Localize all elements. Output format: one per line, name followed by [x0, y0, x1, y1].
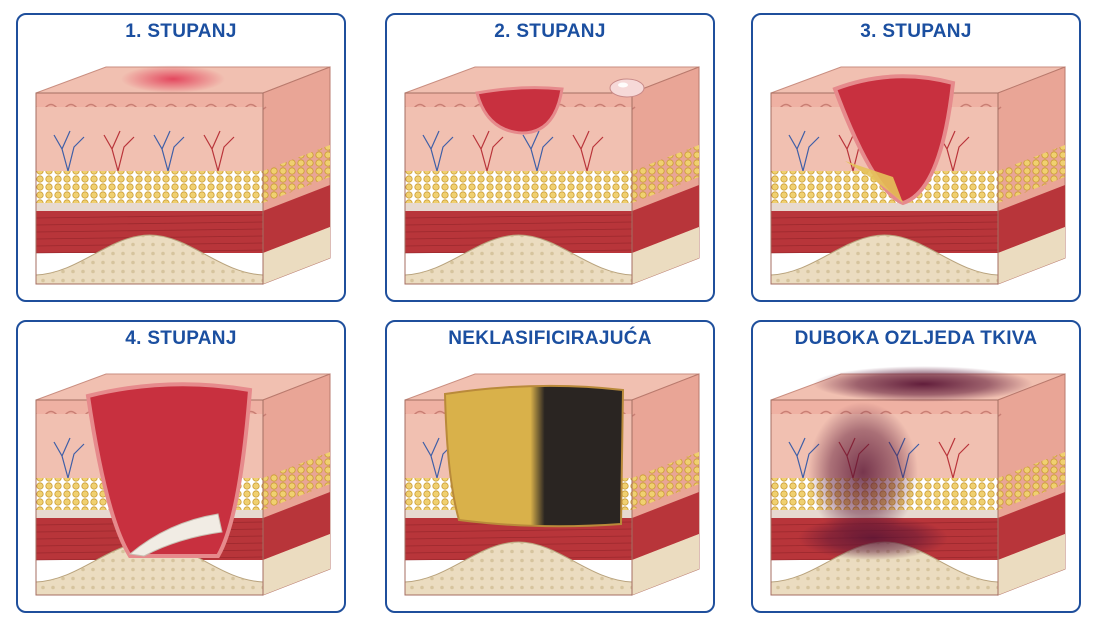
- stage-4-panel: 4. STUPANJ: [16, 320, 346, 613]
- skin-cross-section-stage-4: [35, 373, 331, 596]
- surface-discoloration: [813, 366, 1033, 402]
- fascia-layer: [771, 203, 998, 211]
- panel-title: 1. STUPANJ: [125, 21, 237, 42]
- panel-title: 4. STUPANJ: [125, 328, 237, 349]
- bone-texture: [771, 542, 998, 595]
- side-fat: [632, 452, 699, 510]
- full-thickness-ulcer: [85, 382, 253, 558]
- unstageable-panel: NEKLASIFICIRAJUĆA: [385, 320, 715, 613]
- blood-vessel: [153, 130, 185, 172]
- side-bone: [632, 227, 699, 284]
- blood-vessel: [938, 437, 970, 479]
- muscle-bruise: [798, 516, 948, 560]
- blood-vessel: [788, 130, 820, 172]
- panel-title: 3. STUPANJ: [860, 21, 972, 42]
- deep-bruise: [808, 402, 918, 542]
- bone-texture: [36, 235, 263, 284]
- skin-cross-section-stage-3: [770, 66, 1066, 285]
- epidermis-ridge: [35, 103, 267, 111]
- block-outline: [35, 92, 264, 285]
- bone-texture: [36, 542, 263, 595]
- deep-ulcer: [832, 74, 956, 206]
- panel-title: NEKLASIFICIRAJUĆA: [448, 328, 652, 349]
- muscle-fiber: [404, 528, 633, 533]
- side-muscle: [263, 185, 330, 253]
- muscle-fiber: [35, 228, 264, 233]
- blister: [609, 78, 645, 98]
- side-bone: [263, 227, 330, 284]
- skin-cross-section-deep-tissue: [770, 366, 1066, 596]
- stage-2-panel: 2. STUPANJ: [385, 13, 715, 302]
- muscle-fiber: [35, 221, 264, 226]
- blood-vessel: [522, 130, 554, 172]
- side-muscle: [632, 185, 699, 253]
- bone-texture: [405, 235, 632, 284]
- blood-vessel: [472, 130, 504, 172]
- side-muscle: [263, 492, 330, 560]
- side-bone: [263, 534, 330, 595]
- blood-vessel: [53, 130, 85, 172]
- blood-vessel: [572, 130, 604, 172]
- side-fat: [263, 452, 330, 510]
- stage-1-panel: 1. STUPANJ: [16, 13, 346, 302]
- blister-highlight: [618, 82, 628, 88]
- blood-vessel: [53, 437, 85, 479]
- exposed-tendon: [128, 513, 223, 557]
- epidermis-layer: [36, 93, 263, 107]
- exposed-fat: [845, 161, 903, 203]
- side-muscle: [998, 185, 1065, 253]
- panel-title: 2. STUPANJ: [494, 21, 606, 42]
- blood-vessel: [422, 130, 454, 172]
- side-fat: [998, 452, 1065, 510]
- slough-and-eschar: [443, 384, 625, 528]
- panel-title: DUBOKA OZLJEDA TKIVA: [794, 328, 1038, 349]
- side-muscle: [632, 492, 699, 560]
- epidermis-layer: [771, 400, 998, 414]
- fascia-layer: [405, 203, 632, 211]
- side-bone: [632, 534, 699, 595]
- muscle-fiber: [404, 221, 633, 226]
- fascia-layer: [36, 203, 263, 211]
- blood-vessel: [103, 130, 135, 172]
- side-muscle: [998, 492, 1065, 560]
- muscle-fiber: [770, 221, 999, 226]
- muscle-fiber: [770, 228, 999, 233]
- shallow-ulcer: [475, 86, 564, 135]
- fat-layer: [36, 171, 263, 203]
- muscle-fiber: [404, 214, 633, 219]
- side-bone: [998, 534, 1065, 595]
- muscle-fiber: [404, 228, 633, 233]
- side-fat: [632, 145, 699, 203]
- skin-cross-section-stage-2: [404, 66, 700, 285]
- side-fat: [998, 145, 1065, 203]
- skin-cross-section-stage-1: [35, 65, 331, 285]
- blood-vessel: [203, 130, 235, 172]
- deep-tissue-injury-panel: DUBOKA OZLJEDA TKIVA: [751, 320, 1081, 613]
- stage-3-panel: 3. STUPANJ: [751, 13, 1081, 302]
- bone-texture: [771, 235, 998, 284]
- muscle-fiber: [770, 214, 999, 219]
- dermis-layer: [36, 107, 263, 171]
- muscle-fiber: [404, 535, 633, 540]
- side-fat: [263, 145, 330, 203]
- redness-spot: [121, 65, 225, 93]
- bone-texture: [405, 542, 632, 595]
- muscle-fiber: [35, 214, 264, 219]
- skin-cross-section-unstageable: [404, 373, 700, 596]
- fat-layer: [405, 171, 632, 203]
- side-bone: [998, 227, 1065, 284]
